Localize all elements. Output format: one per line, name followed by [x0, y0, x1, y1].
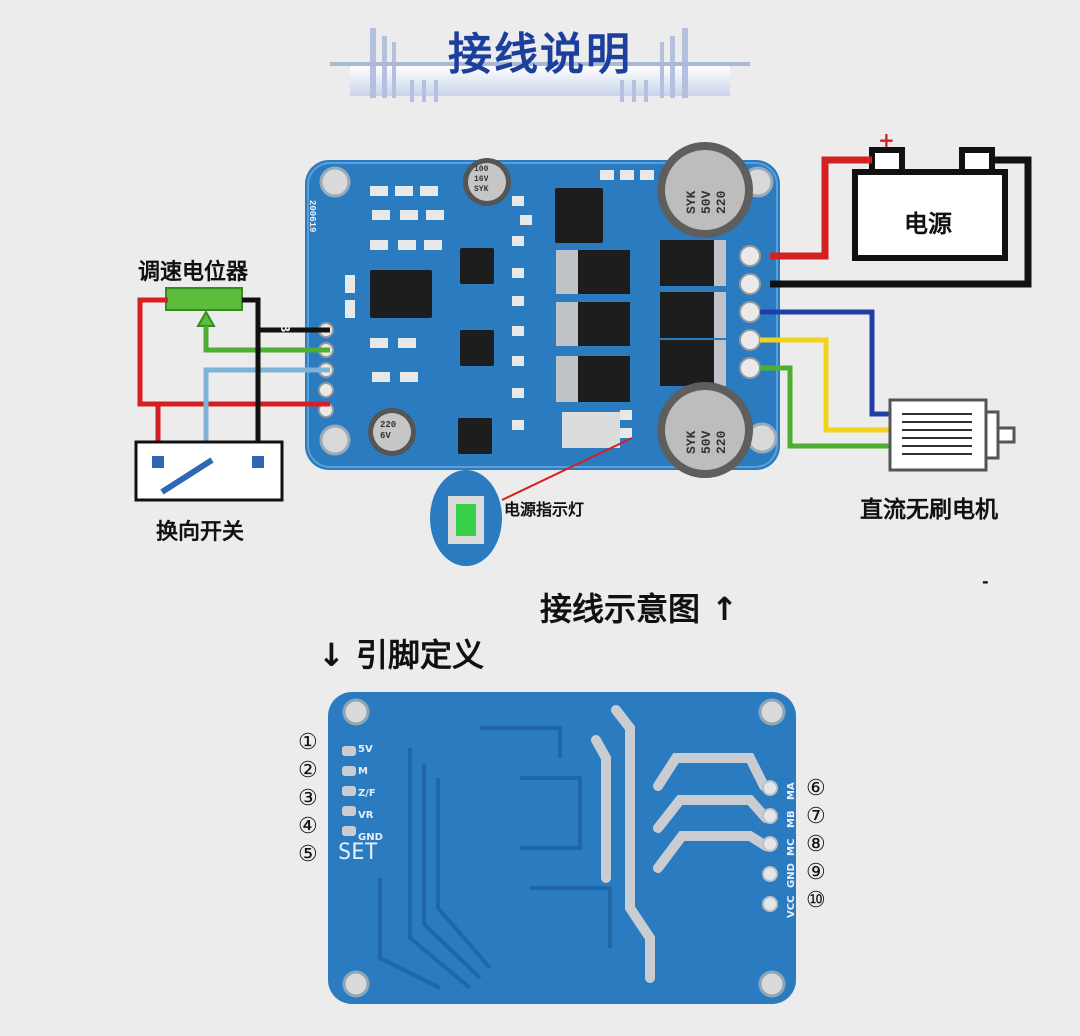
pin-6: ⑥ — [806, 776, 826, 801]
pin-10: ⑩ — [806, 888, 826, 913]
reverse-switch-label: 换向开关 — [156, 520, 245, 545]
board-date-label: 200619 — [307, 200, 317, 233]
power-supply-symbol — [852, 147, 1008, 261]
set-label: SET — [338, 840, 378, 865]
dash-mark: - — [982, 572, 989, 591]
pin-7: ⑦ — [806, 804, 826, 829]
pin-9: ⑨ — [806, 860, 826, 885]
motor-icon — [888, 398, 1016, 472]
speed-pot-label: 调速电位器 — [138, 260, 249, 285]
pin-5: ⑤ GND — [298, 832, 383, 867]
pin-name-gnd: GND — [786, 863, 797, 888]
pin-name-mb: MB — [786, 810, 797, 828]
pin-number: ⑤ — [298, 842, 318, 867]
pin-name: Z/F — [358, 788, 376, 799]
pin-number: ⑨ — [806, 860, 826, 885]
pin-number: ⑩ — [806, 888, 826, 913]
wiring-diagram-title: 接线示意图 ↑ — [540, 590, 738, 628]
pin-name: M — [358, 766, 368, 777]
cap-top-text: SYK 50V 220 — [684, 190, 729, 214]
potentiometer-icon — [165, 287, 243, 327]
pin-number: ② — [298, 758, 318, 783]
pin-name-ma: MA — [786, 782, 797, 800]
pin-number: ① — [298, 730, 318, 755]
power-plus-sign: + — [878, 128, 895, 152]
capacitor-large-top — [657, 142, 753, 238]
pin-3: ③ Z/F — [298, 786, 376, 811]
pin-8: ⑧ — [806, 832, 826, 857]
power-led-zoom — [430, 470, 502, 566]
pin-number: ③ — [298, 786, 318, 811]
pcb-board-bottom — [328, 692, 796, 1004]
cap-small2-text: 220 6V — [380, 420, 397, 441]
title-banner — [330, 28, 750, 102]
wiring-diagram — [134, 142, 1032, 566]
pin-number: ⑦ — [806, 804, 826, 829]
pin-1: ① 5V — [298, 730, 373, 755]
pcb-board-top — [305, 142, 780, 478]
pin-name: VR — [358, 810, 374, 821]
capacitor-small-top — [463, 158, 511, 206]
capacitor-small-bottom — [368, 408, 416, 456]
cap-small-text: 100 16V SYK — [474, 165, 489, 194]
pin-number: ④ — [298, 814, 318, 839]
capacitor-large-bottom — [657, 382, 753, 478]
pin-name-vcc: VCC — [786, 895, 797, 918]
pin-2: ② M — [298, 758, 368, 783]
pin-number: ⑥ — [806, 776, 826, 801]
pin-definition-title: ↓ 引脚定义 — [318, 636, 484, 674]
pin-name: 5V — [358, 744, 373, 755]
pin-number: ⑧ — [806, 832, 826, 857]
power-label: 电源 — [904, 210, 952, 238]
pin-name: GND — [358, 832, 383, 843]
page-title: 接线说明 — [448, 29, 632, 80]
board-model-label: JYQD_V8.3B — [276, 248, 292, 333]
cap-bottom-text: SYK 50V 220 — [684, 430, 729, 454]
pin-name-mc: MC — [786, 838, 797, 856]
pin-4: ④ VR — [298, 810, 373, 839]
reverse-switch-icon — [134, 440, 284, 502]
power-led-label: 电源指示灯 — [504, 500, 585, 519]
bldc-motor-label: 直流无刷电机 — [860, 497, 998, 523]
